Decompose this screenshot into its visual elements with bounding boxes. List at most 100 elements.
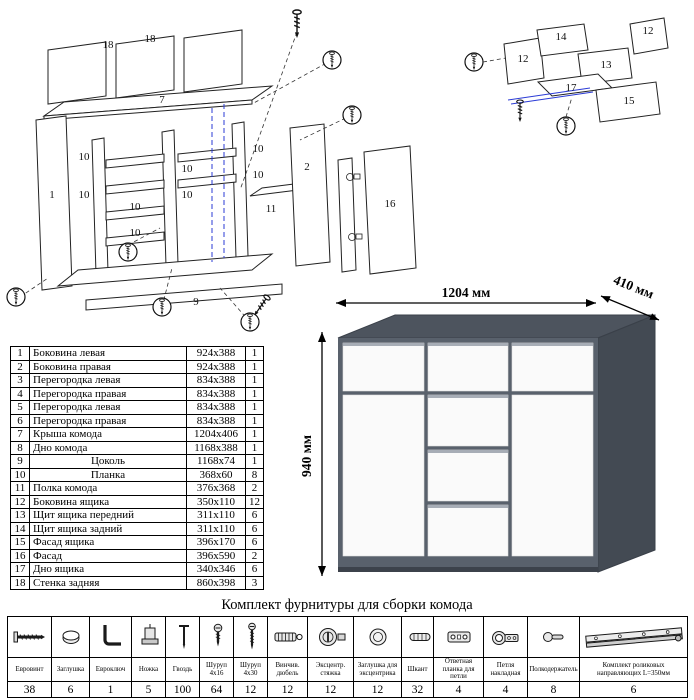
screw-4x30-icon — [248, 622, 256, 650]
door-panel-front — [363, 145, 417, 275]
part-size: 834x388 — [186, 400, 246, 415]
part-qty: 6 — [245, 562, 264, 577]
roller-guide-icon — [584, 627, 683, 648]
drawer-back-panel — [536, 23, 589, 57]
hardware-qty: 12 — [307, 681, 354, 699]
slat — [105, 231, 165, 247]
hardware-qty: 6 — [51, 681, 90, 699]
exploded-view-drawer-detail: 12 14 13 17 15 12 — [465, 17, 669, 135]
part-num: 2 — [10, 359, 30, 374]
hardware-name-row: Евровинт Заглушка Евроключ Ножка Гвоздь … — [7, 656, 688, 683]
part-label: 2 — [304, 161, 310, 173]
part-num: 17 — [10, 562, 30, 577]
part-qty: 1 — [245, 359, 264, 374]
part-size: 396x590 — [186, 548, 246, 563]
exploded-view-main: 18 18 7 1 10 10 10 10 10 10 10 10 2 11 9… — [7, 9, 417, 331]
hardware-qty: 6 — [579, 681, 688, 699]
dimension-depth: 410 мм — [600, 272, 660, 321]
hardware-qty: 12 — [353, 681, 402, 699]
hex-key-icon — [102, 625, 121, 646]
depth-value: 410 мм — [611, 272, 656, 302]
drawer-front — [427, 342, 509, 392]
part-qty: 6 — [245, 521, 264, 536]
part-num: 4 — [10, 386, 30, 401]
part-name: Боковина левая — [29, 346, 187, 361]
part-name: Дно ящика — [29, 562, 187, 577]
part-num: 16 — [10, 548, 30, 563]
part-label: 10 — [253, 143, 265, 155]
part-label: 10 — [182, 189, 194, 201]
part-size: 924x388 — [186, 359, 246, 374]
part-name: Перегородка правая — [29, 413, 187, 428]
part-label: 14 — [556, 31, 568, 43]
hardware-name: Заглушка для эксцентрика — [353, 656, 402, 683]
part-label: 10 — [182, 163, 194, 175]
part-qty: 1 — [245, 400, 264, 415]
part-qty: 8 — [245, 467, 264, 482]
partition — [231, 121, 249, 259]
right-side-panel — [289, 123, 331, 267]
slat — [177, 147, 237, 163]
hardware-callout — [119, 243, 137, 261]
part-label: 11 — [266, 203, 277, 215]
slat — [177, 173, 237, 189]
hardware-qty: 12 — [233, 681, 268, 699]
part-name: Перегородка левая — [29, 400, 187, 415]
drawer-front — [427, 504, 509, 557]
part-size: 924x388 — [186, 346, 246, 361]
left-side-panel — [35, 115, 73, 291]
back-panel — [183, 29, 243, 93]
part-label: 10 — [130, 227, 142, 239]
part-num: 14 — [10, 521, 30, 536]
dowel-icon — [409, 633, 431, 641]
hardware-callout — [241, 313, 259, 331]
part-size: 311x110 — [186, 521, 246, 536]
part-qty: 2 — [245, 548, 264, 563]
drawer-front — [342, 342, 425, 392]
plinth-panel — [85, 283, 283, 311]
leg-icon — [141, 624, 159, 645]
hardware-name: Шуруп 4х30 — [233, 656, 268, 683]
cam-lock-icon — [318, 628, 345, 646]
hardware-name: Эксцентр. стяжка — [307, 656, 354, 683]
partition — [91, 137, 109, 275]
hardware-name: Шкант — [401, 656, 434, 683]
part-size: 311x110 — [186, 508, 246, 523]
screw-illustration — [292, 9, 302, 39]
guide-rail-line — [507, 87, 591, 101]
part-label: 10 — [79, 189, 91, 201]
part-num: 8 — [10, 440, 30, 455]
part-num: 9 — [10, 454, 30, 469]
part-label: 12 — [643, 25, 654, 37]
leader-line — [565, 96, 573, 118]
hardware-callout — [323, 51, 341, 69]
part-qty: 1 — [245, 427, 264, 442]
part-label: 18 — [103, 39, 115, 51]
part-num: 13 — [10, 508, 30, 523]
hardware-qty: 4 — [433, 681, 484, 699]
part-num: 5 — [10, 400, 30, 415]
hinge-icon — [491, 631, 518, 645]
hardware-qty: 1 — [89, 681, 132, 699]
part-name: Стенка задняя — [29, 575, 187, 590]
part-num: 11 — [10, 481, 30, 496]
nail-icon — [179, 625, 189, 649]
part-num: 7 — [10, 427, 30, 442]
cam-cap-icon — [369, 628, 386, 646]
hinge-plate-icon — [447, 631, 470, 643]
part-label: 16 — [385, 198, 397, 210]
drawer-facade-panel — [595, 81, 661, 123]
bottom-panel — [56, 253, 274, 287]
part-size: 834x388 — [186, 386, 246, 401]
drawer-front — [427, 449, 509, 502]
hardware-name: Заглушка — [51, 656, 90, 683]
part-label: 10 — [130, 201, 142, 213]
